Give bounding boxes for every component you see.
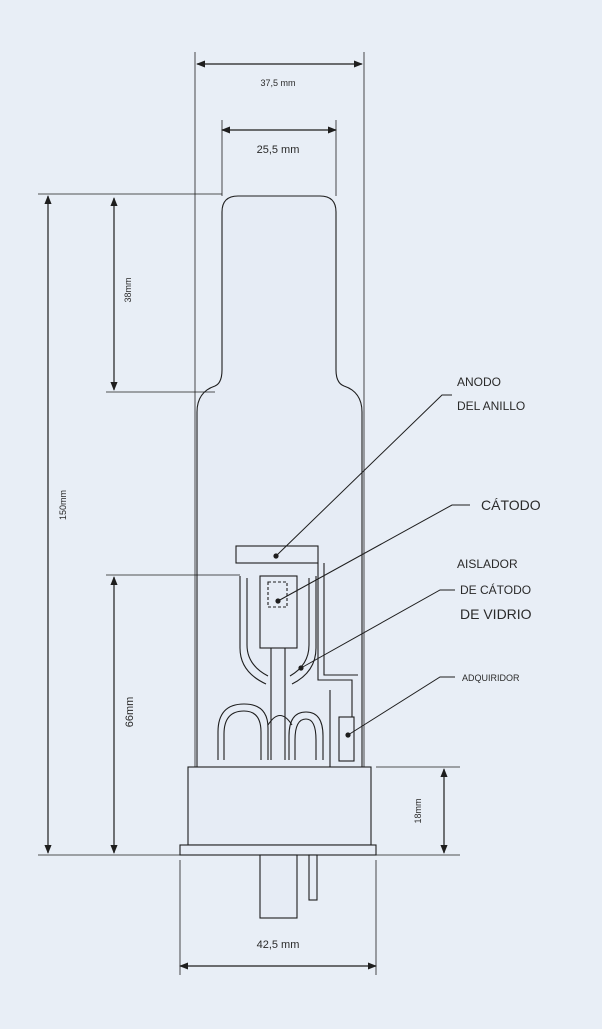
label-anode-line1: ANODO (457, 375, 501, 389)
arch-mid (288, 711, 324, 760)
dim-base-width-text: 42,5 mm (257, 939, 300, 951)
leader-cathode (277, 504, 470, 602)
cathode-cup (259, 575, 298, 649)
dot-getter (345, 732, 351, 738)
leader-getter (347, 676, 455, 736)
dim-inner-width-text: 25,5 mm (257, 144, 300, 156)
arch-mid-left (267, 714, 293, 726)
getter-element (338, 716, 355, 762)
label-getter: ADQUIRIDOR (462, 673, 520, 683)
dot-insulator (298, 665, 304, 671)
dim-top-width-text: 37,5 mm (260, 78, 295, 88)
dim-total-height-text: 150mm (58, 490, 68, 520)
shield-left (239, 576, 267, 685)
shield-right (291, 576, 317, 685)
lamp-base (187, 766, 372, 846)
dim-electrode-height-text: 66mm (124, 697, 136, 728)
glass-tube (196, 195, 363, 767)
base-pin-large (259, 854, 298, 919)
base-pin-small (308, 854, 318, 901)
arch-left (217, 703, 269, 760)
ext-lines (38, 52, 460, 975)
label-insulator-line1: AISLADOR (457, 557, 518, 571)
label-cathode: CÁTODO (481, 497, 541, 513)
leader-anode (275, 394, 452, 557)
leader-insulator (300, 589, 455, 669)
dim-neck-height-text: 38mm (123, 277, 133, 302)
glass-insulator-stem (270, 648, 286, 760)
shield-left-inner (246, 578, 269, 677)
arch-mid-inner (294, 718, 317, 760)
dot-anode (273, 553, 279, 559)
support-wire (317, 563, 358, 718)
shield-right-inner (289, 578, 310, 677)
base-flange (179, 844, 377, 856)
label-insulator-line2: DE CÁTODO (460, 582, 531, 597)
dot-cathode (275, 598, 281, 604)
label-anode-line2: DEL ANILLO (457, 399, 525, 413)
arch-left-inner (223, 710, 262, 760)
cathode-element (267, 581, 288, 608)
dim-base-height-text: 18mm (413, 798, 423, 823)
label-insulator-line3: DE VIDRIO (460, 606, 532, 622)
